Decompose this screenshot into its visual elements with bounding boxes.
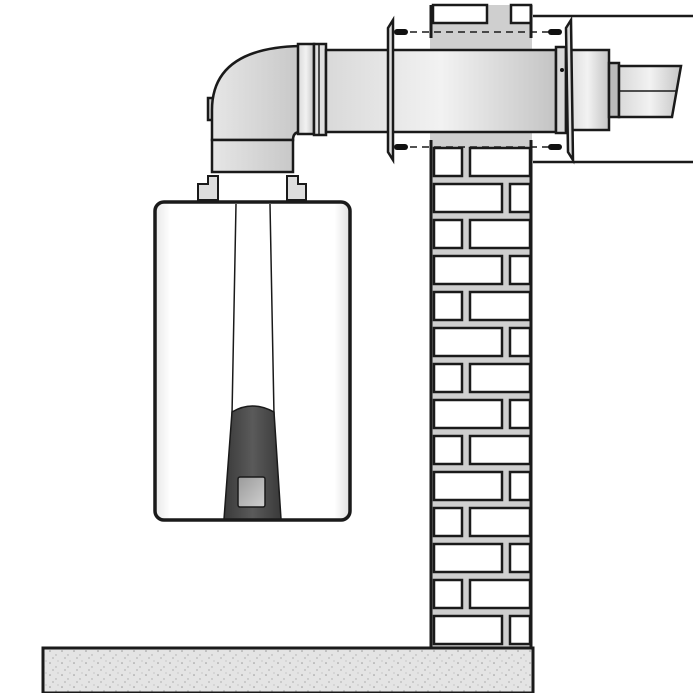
wall-plates: [394, 29, 562, 150]
water-heater: [153, 175, 352, 522]
exterior-outline: [533, 14, 693, 164]
brick: [432, 470, 504, 502]
brick: [468, 290, 532, 322]
brick: [508, 326, 532, 358]
brick: [468, 362, 532, 394]
front-strip: [231, 203, 275, 416]
screw-icon: [394, 144, 408, 150]
brick: [468, 506, 532, 538]
brick: [432, 218, 464, 250]
brick: [432, 182, 504, 214]
display-window: [237, 476, 266, 508]
screw-icon: [548, 29, 562, 35]
brick: [508, 254, 532, 286]
brick: [508, 614, 532, 646]
mounting-bracket: [197, 175, 307, 201]
vent-elbow: [206, 42, 328, 174]
brick: [432, 362, 464, 394]
brick: [509, 3, 533, 25]
brick: [432, 398, 504, 430]
wall-plate-bars: [386, 15, 575, 165]
screw-icon: [548, 144, 562, 150]
brick: [432, 146, 464, 178]
brick: [432, 326, 504, 358]
vent-pipe: [324, 45, 611, 135]
brick: [432, 434, 464, 466]
brick: [432, 254, 504, 286]
concrete-floor: [41, 646, 535, 693]
brick: [508, 470, 532, 502]
brick: [468, 434, 532, 466]
brick: [432, 506, 464, 538]
brick: [508, 182, 532, 214]
screw-icon: [394, 29, 408, 35]
brick: [432, 614, 504, 646]
brick: [432, 542, 504, 574]
vent-terminal: [607, 61, 683, 119]
brick: [508, 398, 532, 430]
brick: [432, 290, 464, 322]
brick: [432, 578, 464, 610]
wall-edge: [429, 5, 533, 648]
brick: [468, 218, 532, 250]
brick: [508, 542, 532, 574]
brick: [468, 146, 532, 178]
brick: [468, 578, 532, 610]
brick: [431, 3, 489, 25]
